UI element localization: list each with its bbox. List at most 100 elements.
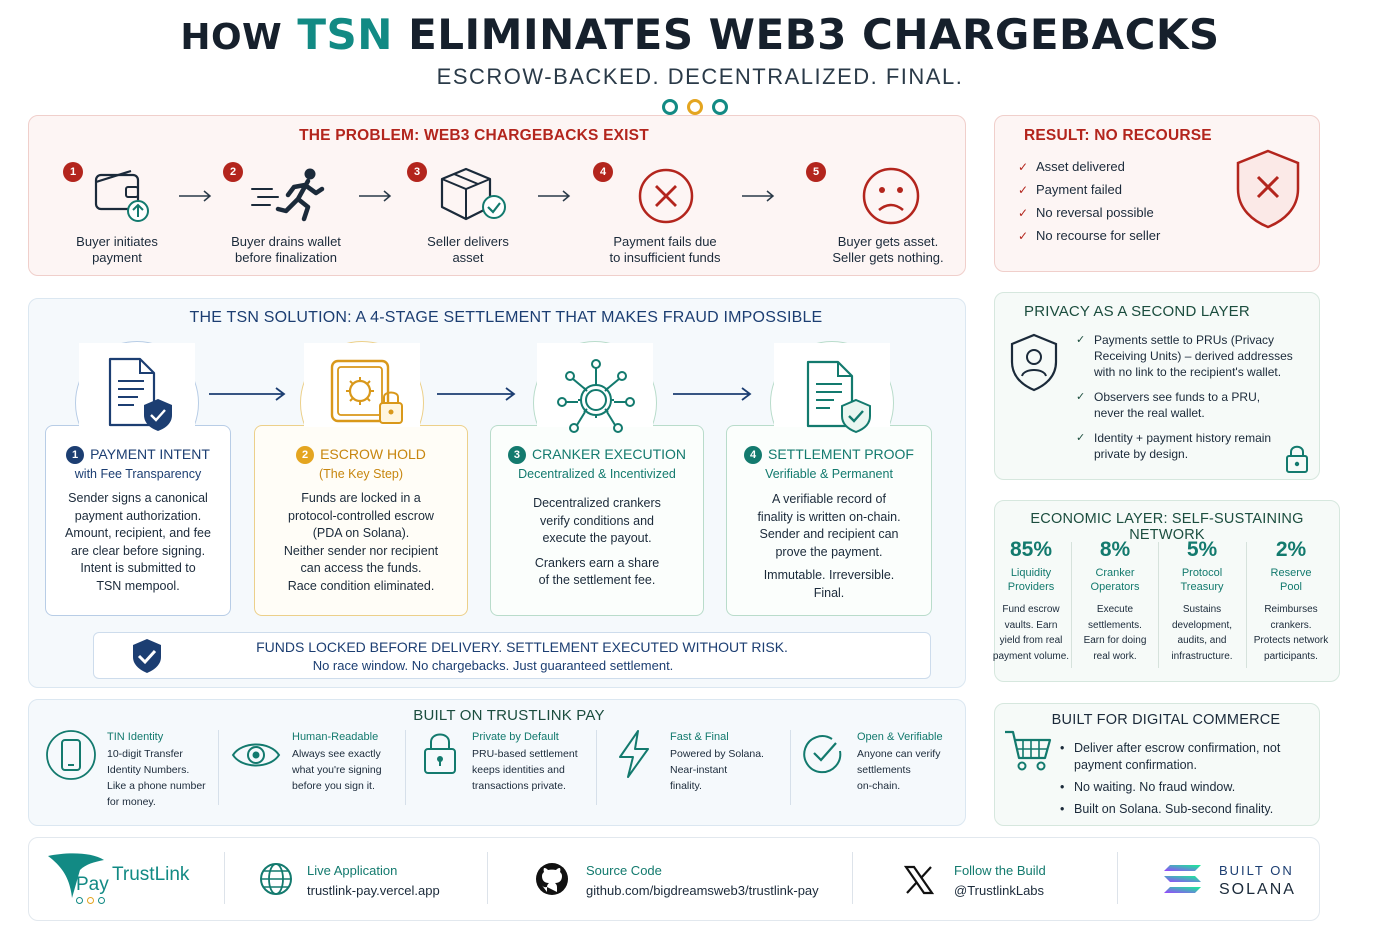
- solana-bottom: SOLANA: [1219, 881, 1296, 898]
- stage-subtitle: with Fee Transparency: [74, 467, 202, 481]
- spacer: [490, 548, 704, 555]
- source-code-link[interactable]: Source Code github.com/bigdreamsweb3/tru…: [586, 863, 819, 898]
- decorative-dots: [662, 99, 728, 115]
- economic-panel: [994, 500, 1340, 682]
- step-caption: Buyer initiates payment: [76, 234, 158, 265]
- result-list: ✓Asset delivered ✓Payment failed ✓No rev…: [1018, 159, 1218, 251]
- privacy-list: ✓ Payments settle to PRUs (Privacy Recei…: [1076, 332, 1308, 471]
- trustlink-logo: TrustLink Pay: [46, 850, 216, 910]
- divider: [218, 730, 219, 805]
- wallet-icon: [94, 169, 149, 222]
- banner-headline: FUNDS LOCKED BEFORE DELIVERY. SETTLEMENT…: [256, 639, 788, 655]
- dot: [76, 897, 83, 904]
- eye-icon: [231, 743, 281, 767]
- divider: [1246, 542, 1247, 668]
- solana-logo-icon: [1164, 865, 1201, 893]
- divider: [1117, 852, 1118, 904]
- stage-subtitle: Verifiable & Permanent: [765, 467, 893, 481]
- document-shield-icon: [108, 357, 172, 431]
- solution-title: THE TSN SOLUTION: A 4-STAGE SETTLEMENT T…: [189, 309, 823, 326]
- step-number: 3: [407, 162, 427, 182]
- divider: [487, 852, 488, 904]
- github-icon: [536, 863, 568, 895]
- live-app-link[interactable]: Live Application trustlink-pay.vercel.ap…: [307, 863, 440, 898]
- divider: [852, 852, 853, 904]
- x-twitter-icon: [903, 865, 935, 895]
- feature-desc: Always see exactly what you're signing b…: [292, 748, 382, 792]
- economic-title: ECONOMIC LAYER: SELF-SUSTAINING NETWORK: [1030, 511, 1304, 543]
- network-gear-icon: [557, 359, 635, 433]
- lightning-icon: [619, 730, 649, 778]
- step-number: 2: [223, 162, 243, 182]
- arrow-right-icon: [359, 190, 392, 202]
- divider: [1158, 542, 1159, 668]
- page-title: HOW TSN ELIMINATES WEB3 CHARGEBACKS: [180, 10, 1220, 59]
- list-item: ✓No reversal possible: [1018, 205, 1154, 220]
- trustlink-mark-icon: [48, 853, 104, 898]
- stage-body: Decentralized crankers verify conditions…: [490, 495, 704, 590]
- document-verified-icon: [806, 360, 871, 434]
- shopping-cart-icon: [1005, 730, 1052, 771]
- feature-desc: Powered by Solana. Near-instant finality…: [670, 748, 764, 792]
- feature-human-readable: Human-Readable Always see exactly what y…: [292, 731, 402, 794]
- footer-bar: [28, 837, 1320, 921]
- built-on-solana: BUILT ON SOLANA: [1219, 863, 1296, 899]
- divider: [405, 730, 406, 805]
- step-caption: Seller delivers asset: [427, 234, 509, 265]
- stage-body: A verifiable record of finality is writt…: [726, 491, 932, 602]
- guarantee-banner: [93, 632, 931, 679]
- result-title: RESULT: NO RECOURSE: [1024, 127, 1212, 144]
- running-person-icon: [251, 168, 325, 222]
- brand-dots: [76, 897, 105, 904]
- dot-teal: [662, 99, 678, 115]
- padlock-icon: [424, 733, 456, 774]
- globe-icon: [260, 863, 292, 895]
- list-item: • Deliver after escrow confirmation, not…: [1060, 741, 1281, 772]
- stage-body: Funds are locked in a protocol-controlle…: [283, 491, 439, 593]
- banner-subline: No race window. No chargebacks. Just gua…: [312, 658, 674, 673]
- stage-body: Sender signs a canonical payment authori…: [65, 491, 211, 593]
- shield-user-icon: [1010, 333, 1058, 392]
- solana-top: BUILT ON: [1219, 863, 1294, 878]
- step-number: 4: [593, 162, 613, 182]
- brand-pay: Pay: [76, 874, 109, 895]
- follow-build-link[interactable]: Follow the Build @TrustlinkLabs: [954, 863, 1046, 898]
- step-caption: Buyer drains wallet before finalization: [231, 234, 341, 265]
- built-title: BUILT ON TRUSTLINK PAY: [413, 707, 605, 724]
- privacy-panel: [994, 292, 1320, 480]
- privacy-title: PRIVACY AS A SECOND LAYER: [1024, 303, 1250, 320]
- dot: [98, 897, 105, 904]
- commerce-title: BUILT FOR DIGITAL COMMERCE: [1051, 712, 1281, 728]
- feature-desc: 10-digit Transfer Identity Numbers. Like…: [107, 748, 206, 808]
- list-item: ✓ Payments settle to PRUs (Privacy Recei…: [1076, 333, 1293, 379]
- dot: [87, 897, 94, 904]
- stage-subtitle: (The Key Step): [318, 467, 404, 481]
- phone-icon: [46, 730, 96, 780]
- built-panel: [28, 699, 966, 826]
- list-item: ✓Asset delivered: [1018, 159, 1125, 174]
- step-number: 1: [63, 162, 83, 182]
- padlock-icon: [1286, 445, 1308, 473]
- arrow-right-icon: [673, 387, 752, 401]
- arrow-right-icon: [437, 387, 516, 401]
- sad-face-icon: [862, 167, 920, 225]
- list-item: ✓No recourse for seller: [1018, 228, 1161, 243]
- list-item: ✓Payment failed: [1018, 182, 1122, 197]
- dot-teal-2: [712, 99, 728, 115]
- step-caption: Payment fails due to insufficient funds: [609, 234, 721, 265]
- list-item: •No waiting. No fraud window.: [1060, 780, 1236, 794]
- feature-desc: PRU-based settlement keeps identities an…: [472, 748, 578, 792]
- divider: [224, 852, 225, 904]
- vault-lock-icon: [330, 359, 403, 424]
- dot-gold: [687, 99, 703, 115]
